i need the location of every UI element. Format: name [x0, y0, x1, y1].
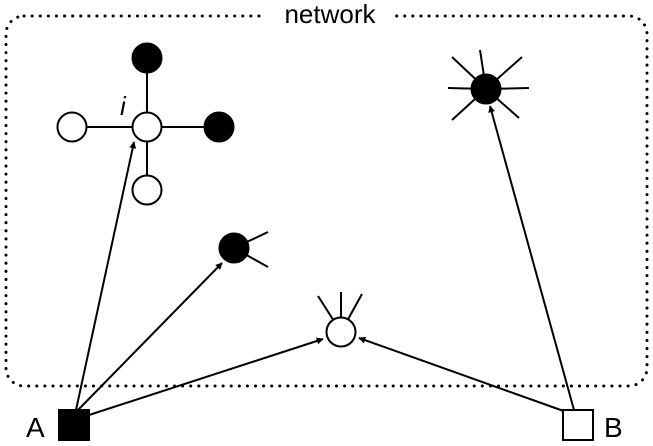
network-label-bg: [262, 0, 394, 32]
node-i: [131, 111, 163, 143]
open-node-bottom-center: [317, 292, 363, 348]
node-i-label: i: [120, 91, 127, 121]
source-a-square: [58, 409, 90, 441]
source-b-square: [562, 409, 594, 441]
node-hub-filled: [470, 73, 502, 105]
source-a-label: A: [26, 412, 45, 443]
arrow-b-to-hub-node: [488, 105, 575, 411]
arrow-a-to-middle-node: [77, 262, 223, 411]
node-left-open: [56, 111, 88, 143]
network-label: network: [284, 0, 376, 29]
arrows-from-a: [75, 141, 324, 417]
arrow-a-to-i: [75, 141, 137, 411]
star-cluster: i: [56, 42, 235, 206]
hub-node-top-right: [447, 49, 530, 121]
node-middle-filled: [218, 232, 250, 264]
node-bottom-center-open: [325, 316, 357, 348]
node-right-filled: [203, 111, 235, 143]
node-bottom-open: [131, 174, 163, 206]
filled-node-middle: [218, 231, 269, 268]
source-b-label: B: [604, 412, 623, 443]
node-top-filled: [131, 42, 163, 74]
arrow-b-to-bottom-center-node: [358, 336, 573, 415]
arrows-from-b: [358, 105, 575, 415]
arrow-a-to-bottom-center-node: [85, 337, 324, 417]
